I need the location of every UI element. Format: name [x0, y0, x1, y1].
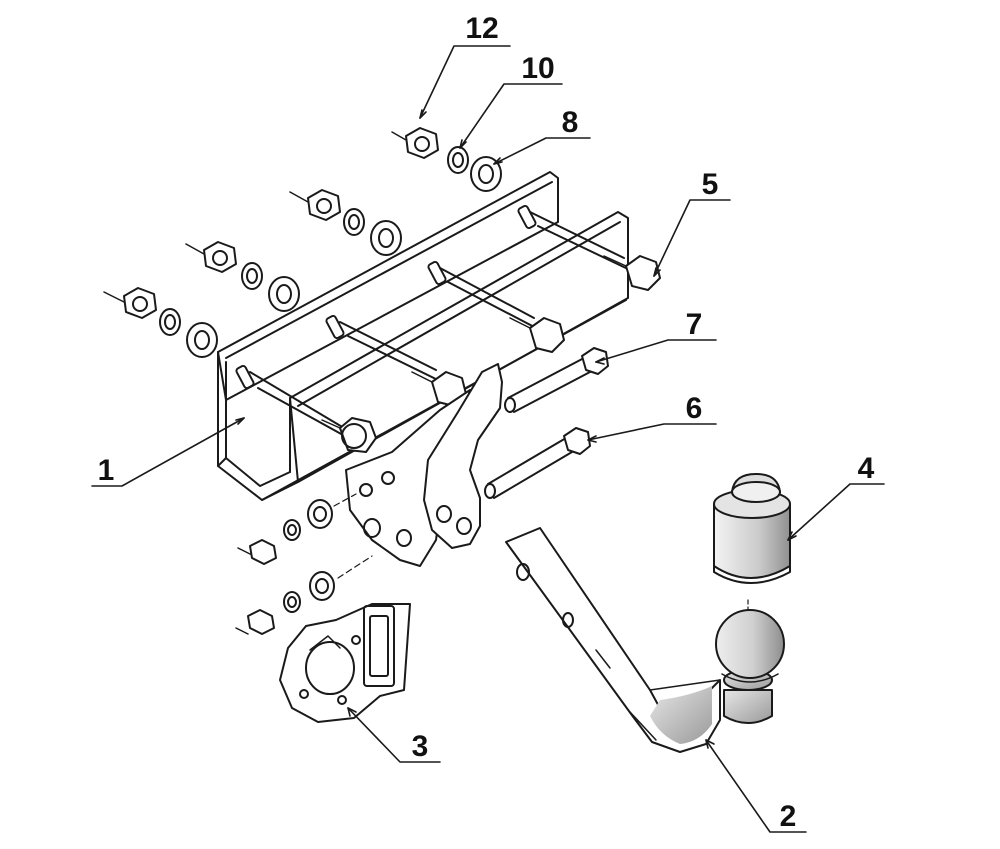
socket-plate-part-3 — [279, 603, 411, 723]
callout-3: 3 — [412, 730, 429, 763]
callout-2: 2 — [780, 800, 797, 833]
lower-hardware-lower — [235, 555, 373, 635]
towbar-arm-part-2 — [505, 527, 785, 753]
mounting-frame-part-1 — [217, 171, 629, 501]
callout-1: 1 — [98, 454, 115, 487]
callout-4: 4 — [858, 452, 875, 485]
side-bracket-plates — [345, 363, 503, 567]
hardware-row-3 — [289, 189, 402, 256]
callout-10: 10 — [521, 52, 554, 85]
bolt-part-6 — [484, 427, 591, 499]
callout-7: 7 — [686, 308, 703, 341]
ball-cap-part-4 — [713, 473, 791, 584]
lower-hardware-upper — [237, 493, 357, 565]
callout-12: 12 — [465, 12, 498, 45]
bolt-part-7 — [504, 347, 609, 413]
callout-5: 5 — [702, 168, 719, 201]
callout-leaders — [91, 45, 885, 833]
hardware-row-1 — [103, 287, 218, 358]
callout-8: 8 — [562, 106, 579, 139]
hardware-row-top — [391, 127, 502, 192]
hardware-row-2 — [185, 241, 300, 312]
callout-6: 6 — [686, 392, 703, 425]
